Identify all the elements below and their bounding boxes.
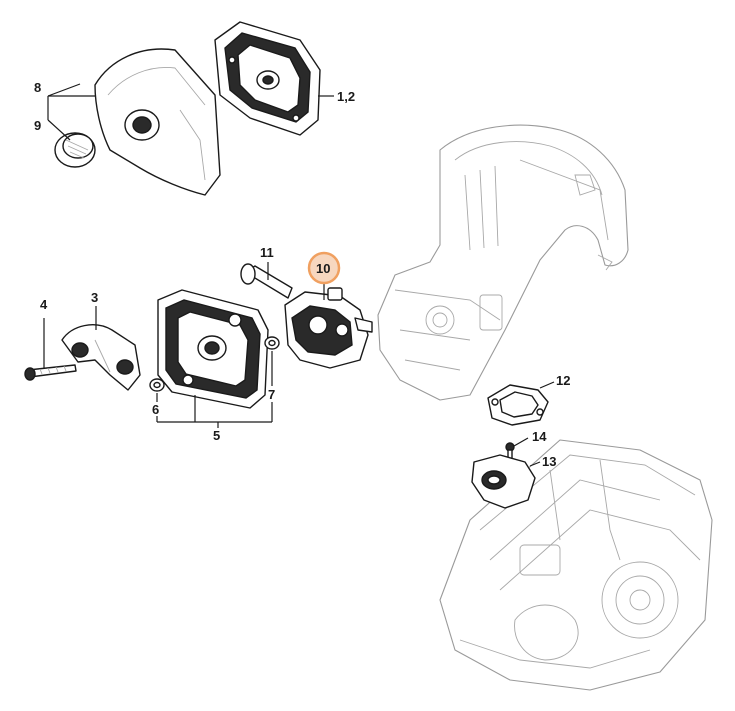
callout-13[interactable]: 13 — [542, 454, 556, 469]
callout-14[interactable]: 14 — [532, 429, 547, 444]
part-10-carburetor — [284, 287, 373, 369]
callout-10[interactable]: 10 — [316, 261, 330, 276]
part-6-ring — [149, 378, 165, 392]
part-7-ring — [264, 336, 280, 350]
callout-10-highlight[interactable] — [307, 251, 341, 285]
handle-housing — [377, 124, 629, 401]
part-12-plate — [487, 384, 549, 426]
callout-7[interactable]: 7 — [268, 387, 275, 402]
part-13-boot — [471, 454, 536, 509]
callout-9[interactable]: 9 — [34, 118, 41, 133]
part-4-screw — [24, 364, 77, 381]
part-11-pin — [240, 263, 293, 299]
callout-labels: 8 9 1,2 11 10 4 3 6 7 5 12 14 13 — [34, 80, 570, 469]
callout-3[interactable]: 3 — [91, 290, 98, 305]
part-9-knob — [54, 132, 96, 168]
part-8-cover — [94, 48, 221, 196]
leader-lines — [43, 83, 555, 467]
callout-6[interactable]: 6 — [152, 402, 159, 417]
part-1-2-filter — [214, 21, 321, 136]
callout-5[interactable]: 5 — [213, 428, 220, 443]
callout-12[interactable]: 12 — [556, 373, 570, 388]
part-5-gasket — [157, 289, 269, 409]
callout-8[interactable]: 8 — [34, 80, 41, 95]
part-3-bracket — [61, 324, 141, 391]
callout-1-2[interactable]: 1,2 — [337, 89, 355, 104]
callout-11[interactable]: 11 — [260, 245, 274, 260]
callout-4[interactable]: 4 — [40, 297, 48, 312]
